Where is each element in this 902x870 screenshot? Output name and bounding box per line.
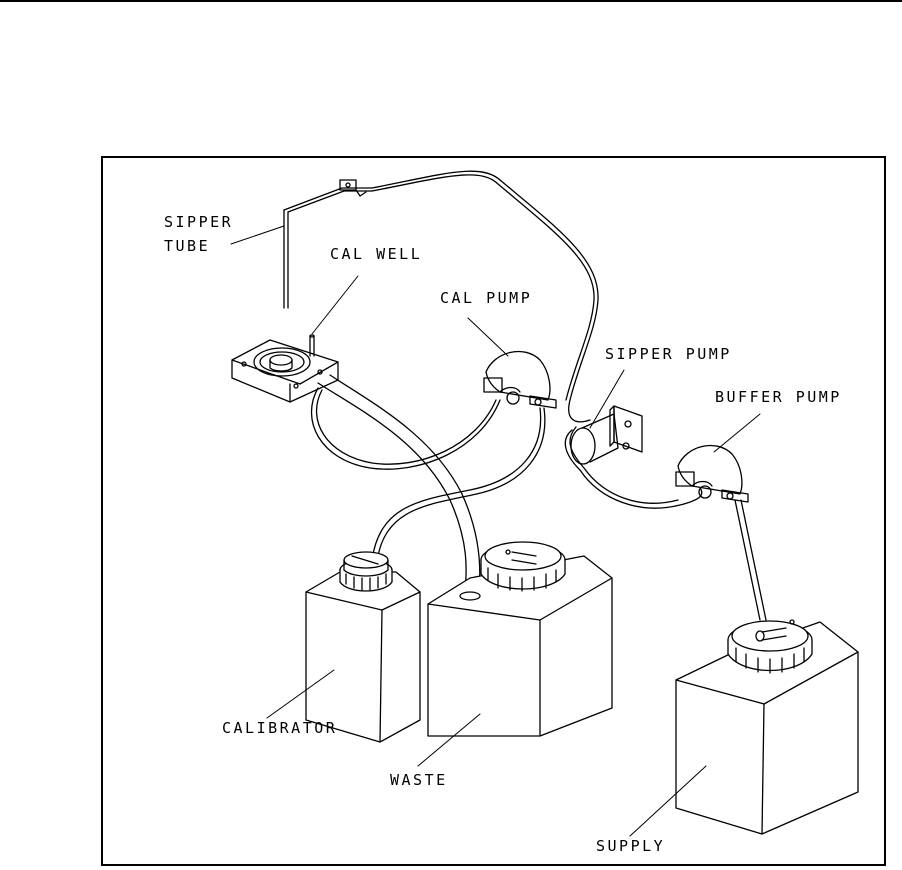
sipper-pump-drawing — [570, 405, 643, 465]
buffer-pump-label: BUFFER PUMP — [715, 388, 842, 406]
buffer-pump-drawing — [675, 444, 749, 503]
cal-well-drawing — [231, 334, 339, 403]
sipper-tube-drawing — [283, 179, 373, 309]
figure-frame — [101, 156, 886, 866]
cal-pump-label: CAL PUMP — [440, 289, 533, 307]
cal-well-label: CAL WELL — [330, 245, 423, 263]
cal-pump-drawing — [483, 350, 557, 409]
leader-lines — [230, 225, 761, 837]
sipper-pump-label: SIPPER PUMP — [605, 345, 732, 363]
calibrator-bottle-drawing — [305, 551, 421, 743]
sipper-tube-label-line2: TUBE — [164, 237, 211, 255]
supply-label: SUPPLY — [596, 837, 666, 855]
supply-bottle-drawing — [675, 619, 859, 835]
waste-bottle-drawing — [427, 541, 613, 737]
waste-label: WASTE — [390, 771, 448, 789]
tubing — [310, 170, 767, 621]
top-rule — [0, 0, 902, 2]
sipper-tube-label-line1: SIPPER — [164, 213, 234, 231]
calibrator-label: CALIBRATOR — [222, 719, 338, 737]
